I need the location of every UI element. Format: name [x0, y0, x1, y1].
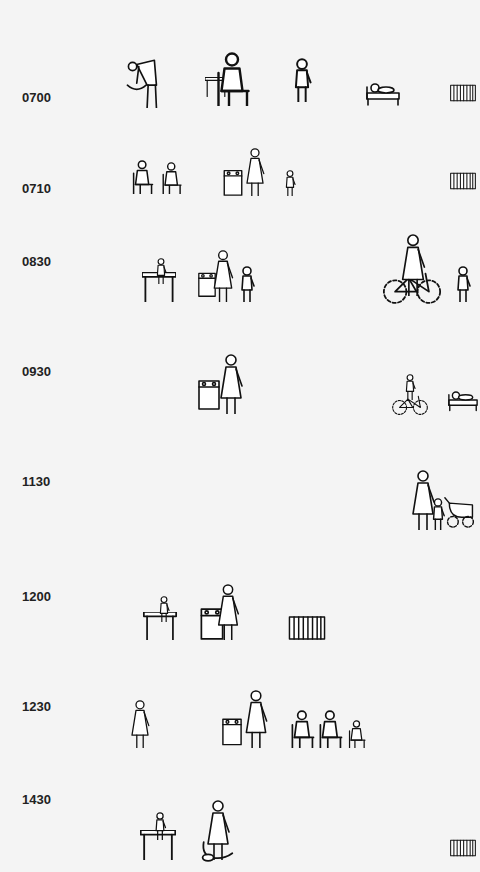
time-label: 1200 — [22, 589, 51, 604]
child-figure — [156, 813, 165, 840]
adult-figure — [132, 701, 149, 748]
adult-figure — [413, 471, 434, 530]
playpen — [289, 617, 324, 639]
child-figure — [434, 499, 445, 530]
adult-figure — [208, 801, 229, 860]
time-label: 0830 — [22, 254, 51, 269]
adult-figure — [246, 691, 266, 748]
adult-seated — [219, 54, 249, 107]
time-label: 1130 — [22, 474, 50, 489]
time-label: 0930 — [22, 364, 51, 379]
stove — [199, 381, 219, 409]
stove — [224, 171, 242, 196]
time-label: 1430 — [22, 792, 51, 807]
child-figure — [458, 267, 470, 302]
time-label: 1230 — [22, 699, 51, 714]
vacuum-cleaner — [203, 842, 233, 861]
time-label: 0710 — [22, 181, 51, 196]
adult-figure — [219, 585, 239, 640]
child-figure — [406, 375, 415, 400]
child-figure — [157, 259, 166, 284]
stove — [199, 273, 215, 296]
child-figure — [242, 267, 254, 302]
adult-figure — [221, 355, 242, 414]
baby-bed — [367, 84, 399, 105]
adult-bending — [127, 60, 156, 108]
child-seated — [350, 721, 365, 748]
child-figure — [296, 59, 311, 102]
stove — [223, 719, 241, 744]
bicycle — [393, 396, 428, 414]
child-seated — [163, 163, 181, 194]
adult-figure — [247, 149, 264, 196]
adult-figure — [214, 251, 232, 302]
adult-seated — [320, 711, 341, 748]
child-figure — [286, 171, 295, 196]
crib — [451, 173, 476, 189]
pram — [445, 498, 473, 527]
adult-figure — [403, 235, 425, 296]
time-label: 0700 — [22, 90, 51, 105]
crib — [451, 840, 476, 856]
crib — [451, 85, 476, 101]
table — [144, 612, 176, 640]
child-figure — [160, 597, 169, 622]
adult-seated — [292, 711, 313, 748]
adult-seated — [134, 161, 153, 194]
baby-bed — [449, 392, 477, 411]
